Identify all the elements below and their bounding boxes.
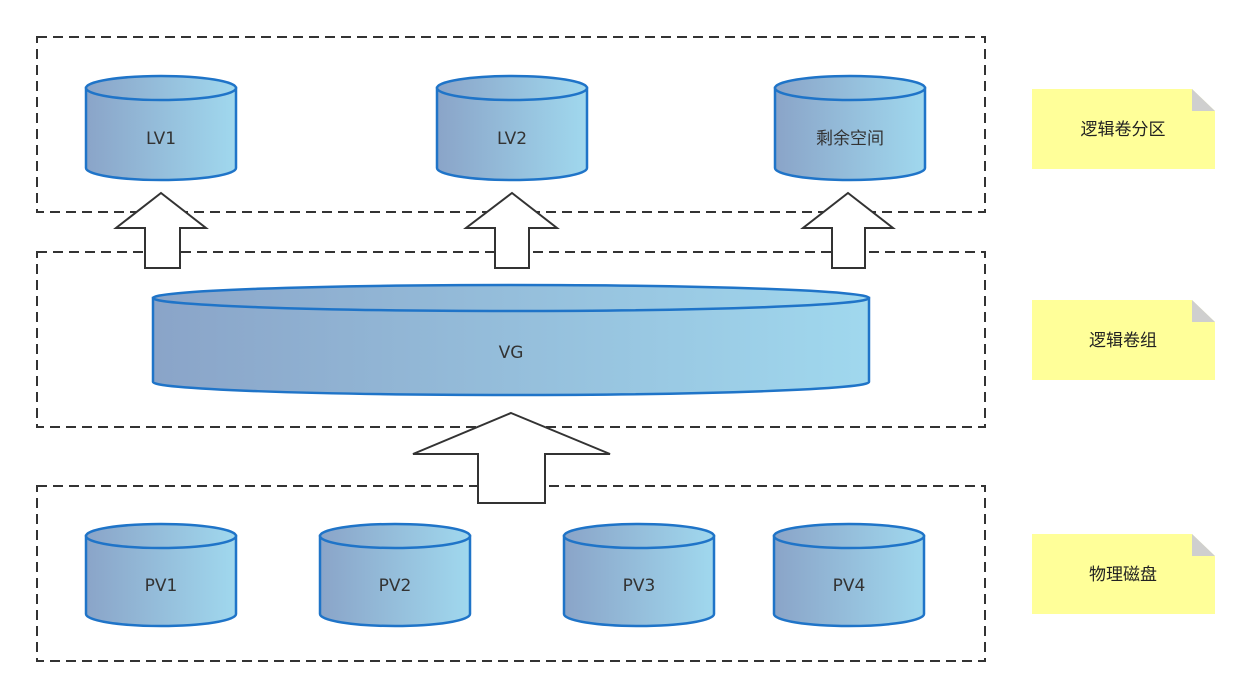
cylinder-lv2: LV2 xyxy=(435,74,589,182)
lv1-label: LV1 xyxy=(146,129,176,149)
pv4-label: PV4 xyxy=(833,576,866,596)
logical-volumes-container xyxy=(36,36,986,213)
cylinder-lv1: LV1 xyxy=(84,74,238,182)
pv3-label: PV3 xyxy=(623,576,656,596)
note-logical-volumes: 逻辑卷分区 xyxy=(1032,89,1215,169)
note-physical-disks: 物理磁盘 xyxy=(1032,534,1215,614)
arrow-up-lv2 xyxy=(463,191,560,269)
arrow-up-free-space xyxy=(800,191,896,269)
note-volume-group-label: 逻辑卷组 xyxy=(1089,331,1157,351)
pv2-label: PV2 xyxy=(379,576,412,596)
cylinder-vg: VG xyxy=(151,283,871,397)
cylinder-pv2: PV2 xyxy=(318,522,472,628)
arrow-up-vg xyxy=(412,411,611,504)
lv2-label: LV2 xyxy=(497,129,527,149)
vg-label: VG xyxy=(499,343,524,363)
note-physical-disks-label: 物理磁盘 xyxy=(1089,565,1157,585)
cylinder-pv1: PV1 xyxy=(84,522,238,628)
cylinder-pv4: PV4 xyxy=(772,522,926,628)
cylinder-pv3: PV3 xyxy=(562,522,716,628)
note-logical-volumes-label: 逻辑卷分区 xyxy=(1081,120,1166,140)
free-space-label: 剩余空间 xyxy=(816,129,884,149)
pv1-label: PV1 xyxy=(145,576,178,596)
arrow-up-lv1 xyxy=(113,191,209,269)
note-volume-group: 逻辑卷组 xyxy=(1032,300,1215,380)
cylinder-free-space: 剩余空间 xyxy=(773,74,927,182)
